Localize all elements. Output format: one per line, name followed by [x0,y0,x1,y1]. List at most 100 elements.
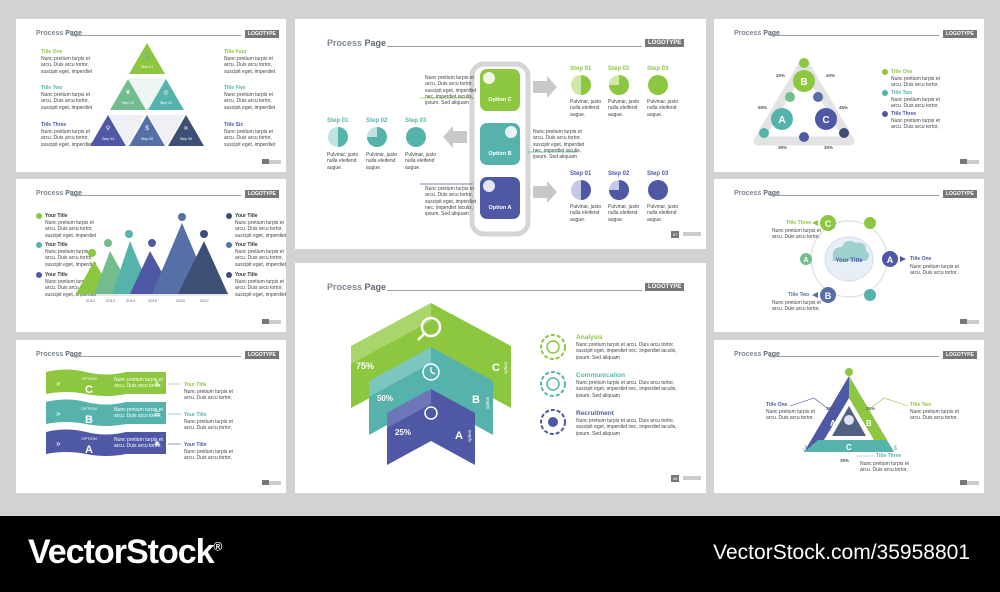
circle-b [793,70,815,92]
item-title: Your Title [184,442,207,448]
percent-label: 55% [758,105,767,110]
chevron-right-icon: » [56,409,61,418]
page-number-tag [262,159,269,164]
title-rule [71,356,241,357]
arrow-left-icon [812,220,818,226]
bulb-icon [505,126,517,138]
slide-cloud-cycle: Process Page LOGOTYPE C A A B Your Title… [714,179,984,332]
money-bag-icon: $ [145,126,149,132]
page-bar [683,476,701,480]
clock-icon [422,363,440,381]
bulb-icon: ✺ [154,440,160,448]
triangle-bottom-right [168,115,204,146]
title-rule [71,195,241,196]
slide-stacked-chevrons: Process Page LOGOTYPE 75% 50% 25% C B A … [295,263,706,493]
circle-letter: B [800,77,807,88]
year-label: 2015 [148,298,158,303]
page-number-tag [262,480,269,485]
side-letter: B [866,419,872,428]
logotype: LOGOTYPE [245,351,279,359]
year-label: 2012 [86,298,96,303]
year-label: 2017 [200,298,210,303]
title-rule [387,290,642,291]
logotype: LOGOTYPE [645,39,685,47]
logotype: LOGOTYPE [943,351,977,359]
percent-label: 35% [778,145,787,150]
logotype: LOGOTYPE [943,190,977,198]
mountain-chart: 2012 2013 2014 2015 2016 2017 [74,213,228,303]
item-title: Title One [766,402,788,408]
item-title: Title Two [891,90,913,96]
step-label: Step 02 [366,118,388,124]
bullet-dot [36,242,42,248]
cloud-cycle-diagram: C A A B Your Title [800,215,906,303]
title-two: Title Two [41,85,63,91]
title-one: Title One [41,49,63,55]
item-title-communication: Communication [576,372,626,379]
clock-icon [483,72,495,84]
title-four: Title Four [224,49,247,55]
percent-label: 40% [826,73,835,78]
option-letter: A [85,444,93,456]
triangle-diagram: ⚓ ❦ ◎ ⚲ $ ✕ Step 01 Step 02 Step 03 Step… [90,43,204,146]
title-rule [769,195,939,196]
item-title: Title Three [891,111,917,117]
penrose-triangle-diagram: ⚓ $ A B C 35% 35% 35% [789,368,909,463]
step-label: Step 01 [141,65,153,69]
recruitment-ring [540,409,566,435]
option-word: OPTION [81,376,96,381]
page-bar [967,320,979,324]
item-title-recruitment: Recruitment [576,410,614,417]
page-bar [683,232,701,236]
circle-a-left [800,253,812,265]
pin-icon [104,239,112,247]
percent-label: 25% [395,428,411,437]
money-bag-icon: $ [894,446,898,452]
item-title: Your Title [45,213,68,219]
circle-letter: C [825,219,832,229]
bullet-dot [882,90,888,96]
bullet-dot [36,213,42,219]
option-word: option [485,396,490,409]
logotype: LOGOTYPE [245,30,279,38]
pin-icon [178,213,186,221]
circle-c [815,108,837,130]
triangle-top [129,43,165,74]
circle-letter: A [778,115,785,126]
banner-c [46,369,166,396]
option-letter: C [85,384,93,396]
step-label: Step 01 [570,171,592,177]
bullet-dot [226,272,232,278]
page-number: 58 [671,475,680,482]
item-title: Title Two [910,402,932,408]
option-letter: C [492,362,500,374]
slide-triangle-process: Process Page LOGOTYPE Title One Nunc pre… [16,19,286,172]
page-bar [269,320,281,324]
triangle-bottom-mid [129,115,165,146]
chevron-stack-diagram: 75% 50% 25% C B A option option option [351,303,566,465]
item-title: Your Title [45,272,68,278]
page-title: Process Page [734,190,780,197]
chevron-right-icon: » [56,439,61,448]
bullet-dot [882,111,888,117]
body-text: Nunc pretium turpis et arcu. Duis arcu t… [576,380,677,399]
leaf-icon [864,289,876,301]
option-label: Option C [488,97,511,103]
page-title: Process Page [734,351,780,358]
page-title: Process Page [734,30,780,37]
